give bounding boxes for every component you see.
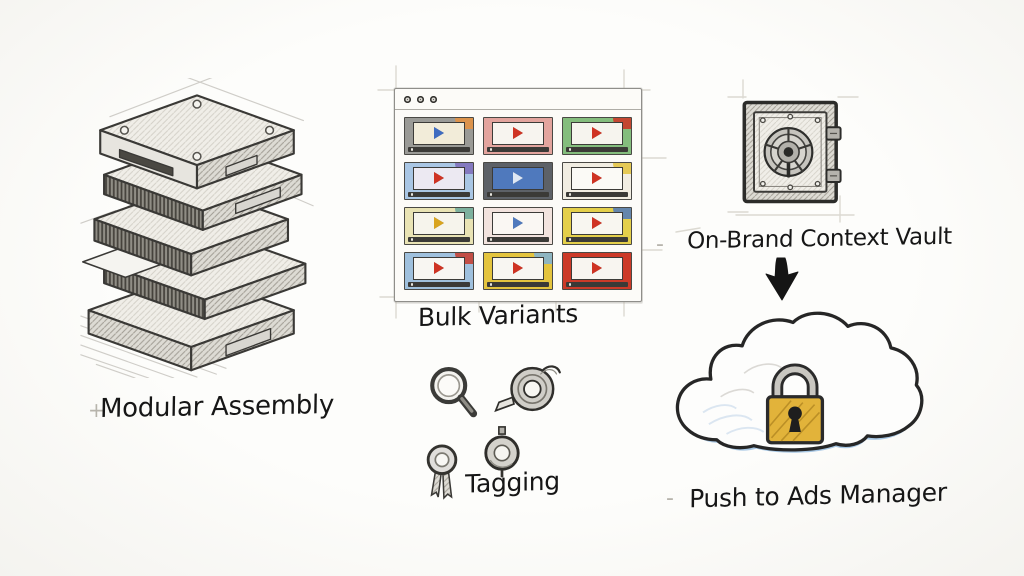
context-vault-label: On-Brand Context Vault [686,223,953,255]
thumbnail-grid [395,110,641,297]
video-thumbnail [404,117,474,155]
play-icon [591,127,602,140]
video-thumbnail [483,252,553,290]
plus-marker: + [88,398,105,422]
video-screen [413,122,465,145]
video-controls-bar [486,146,550,152]
bulk-variants-label: Bulk Variants [417,298,579,333]
dash-marker-vault: - [656,232,664,257]
dash-marker-push: - [666,486,674,511]
video-thumbnail [483,117,553,155]
badge-tag-icon [426,444,458,500]
video-screen [571,212,623,235]
video-screen [413,212,465,235]
video-screen [571,167,623,190]
video-controls-bar [565,236,629,242]
play-icon [591,172,602,185]
down-arrow-icon [765,257,799,301]
play-icon [512,262,523,275]
video-thumbnail [404,252,474,290]
video-controls-bar [407,191,471,197]
video-thumbnail [404,207,474,245]
vault-icon [742,100,842,204]
play-icon [433,127,444,140]
video-screen [571,257,623,280]
video-screen [492,212,544,235]
video-controls-bar [565,146,629,152]
video-controls-bar [486,281,550,287]
cloud-icon [675,311,924,453]
video-screen [413,167,465,190]
window-dot-icon [404,95,411,103]
window-dot-icon [417,95,424,103]
video-screen [571,122,623,145]
video-controls-bar [407,236,471,242]
tape-roll-icon [494,365,561,413]
video-screen [492,167,544,190]
video-screen [492,122,544,145]
video-controls-bar [565,281,629,287]
round-tag-icon [484,426,520,478]
video-thumbnail [483,207,553,245]
video-thumbnail [562,207,632,245]
play-icon [512,172,523,185]
video-controls-bar [407,146,471,152]
video-thumbnail [562,117,632,155]
play-icon [433,172,444,185]
video-controls-bar [486,191,550,197]
play-icon [433,217,444,230]
browser-window-icon [394,88,642,302]
window-dot-icon [430,95,437,103]
modular-assembly-label: Modular Assembly [99,389,335,425]
play-icon [591,217,602,230]
play-icon [591,262,602,275]
video-screen [492,257,544,280]
play-icon [433,262,444,275]
video-controls-bar [565,191,629,197]
tagging-label: Tagging [465,466,560,499]
video-screen [413,257,465,280]
browser-titlebar [395,89,641,110]
video-thumbnail [562,162,632,200]
play-icon [512,217,523,230]
modular-stack-icon [80,78,314,378]
video-controls-bar [486,236,550,242]
keyhole-icon [788,406,802,421]
video-thumbnail [562,252,632,290]
play-icon [512,127,523,140]
video-thumbnail [483,162,553,200]
video-thumbnail [404,162,474,200]
video-controls-bar [407,281,471,287]
magnifier-icon [430,367,478,418]
